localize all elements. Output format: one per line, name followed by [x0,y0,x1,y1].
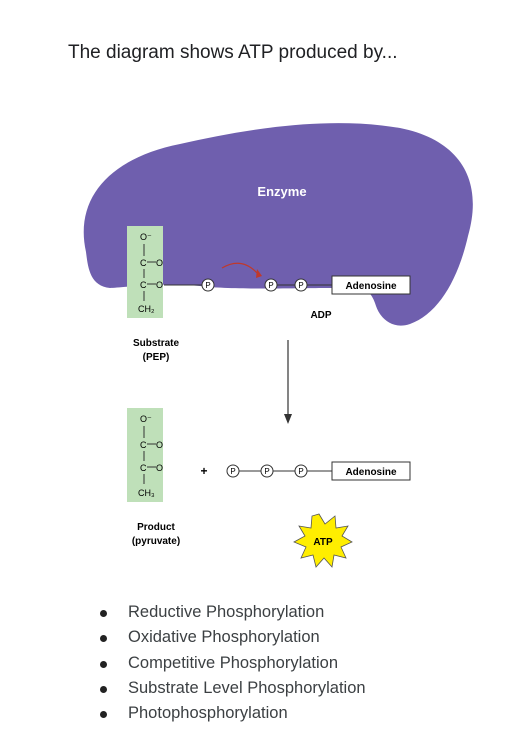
pep-c1: C [140,258,147,268]
product-label-line2: (pyruvate) [132,536,180,547]
enzyme-shape [83,123,473,326]
adp-adenosine-box [331,275,411,295]
option-substrate-level-phosphorylation: Substrate Level Phosphorylation [98,676,366,701]
enzyme-label: Enzyme [257,184,306,199]
pyr-o2: O [156,463,163,473]
pep-c2: C [140,280,147,290]
answer-options-list: Reductive Phosphorylation Oxidative Phos… [98,600,366,726]
question-text: The diagram shows ATP produced by... [68,42,398,63]
substrate-label-line2: (PEP) [143,352,170,363]
pyr-ch3: CH₃ [138,488,155,498]
atp-adenosine-label: Adenosine [345,467,397,478]
option-reductive-phosphorylation: Reductive Phosphorylation [98,600,366,625]
transfer-arrow [221,262,259,275]
pyruvate-molecule-box [127,408,163,502]
pep-o1: O [156,258,163,268]
pep-o2: O [156,280,163,290]
pyr-o-minus: O⁻ [140,414,152,424]
atp-label: ATP [313,537,333,548]
pep-phosphate [201,278,215,292]
svg-text:P: P [268,281,273,290]
product-label-line1: Product [137,522,175,533]
pyr-o1: O [156,440,163,450]
plus-sign: + [200,464,207,478]
svg-text:P: P [298,467,303,476]
atp-adenosine-box [331,461,411,481]
adp-label: ADP [310,310,331,321]
option-photophosphorylation: Photophosphorylation [98,701,366,726]
svg-text:P: P [298,281,303,290]
pyr-c1: C [140,440,147,450]
adp-adenosine-label: Adenosine [345,281,397,292]
option-oxidative-phosphorylation: Oxidative Phosphorylation [98,625,366,650]
pyr-c2: C [140,463,147,473]
diagram-figure: Enzyme O⁻ C O C O CH₂ P P P Adenosine AD… [80,118,480,568]
option-competitive-phosphorylation: Competitive Phosphorylation [98,651,366,676]
pep-o-minus: O⁻ [140,232,152,242]
pep-molecule-box [127,226,163,318]
pep-ch2: CH₂ [138,304,155,314]
svg-text:P: P [264,467,269,476]
substrate-label-line1: Substrate [133,338,180,349]
atp-starburst-icon [293,513,353,568]
svg-text:P: P [205,281,210,290]
svg-text:P: P [230,467,235,476]
